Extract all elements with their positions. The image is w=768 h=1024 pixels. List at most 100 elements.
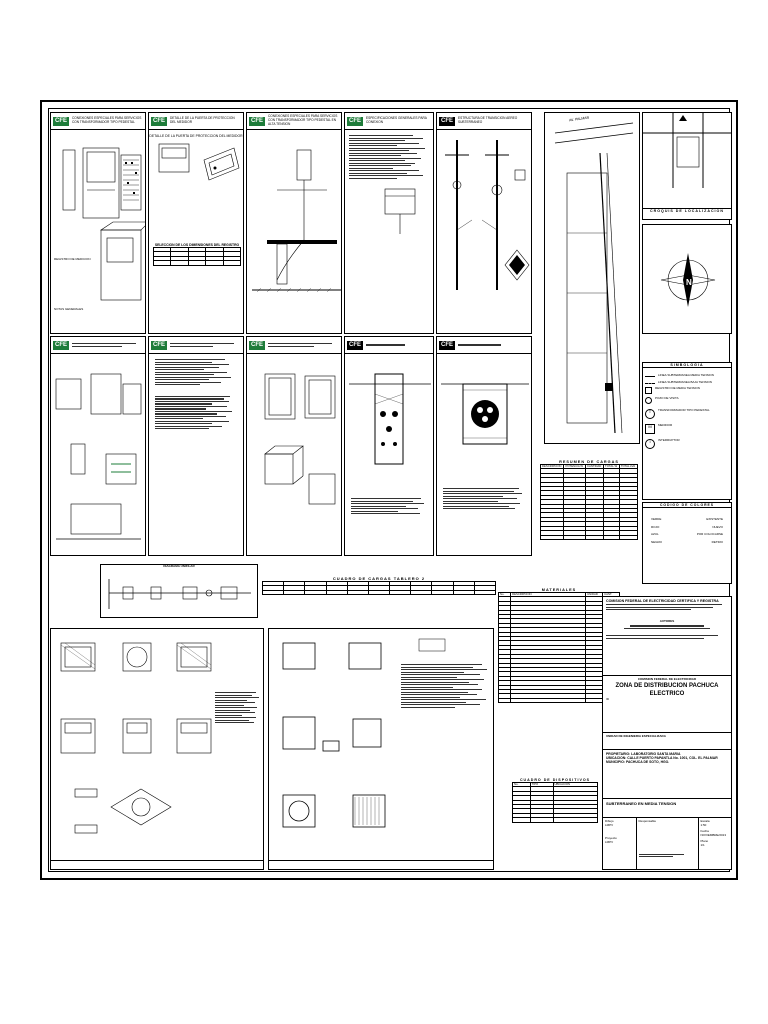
cfe-logo: CFE: [151, 116, 167, 126]
panel-header-lines: [268, 342, 339, 348]
seleccion-title: SELECCION DE LOS DIMENSIONES DEL REGISTR…: [154, 243, 240, 247]
panel-title: CONEXIONES ESPECIALES PARA SERVICIOS CON…: [268, 114, 338, 126]
unidad-label: UNIDAD DE INGENIERIA ESPECIALIZADA: [606, 734, 666, 738]
escala-value: 1:50: [700, 822, 707, 827]
seleccion-table: SELECCION DE LOS DIMENSIONES DEL REGISTR…: [152, 243, 242, 266]
door-detail-drawing: [158, 143, 240, 181]
simbologia-panel: SIMBOLOGIA LINEA SUBTERRANEA MEDIA TENSI…: [642, 362, 732, 500]
pole-transition-drawing: [445, 140, 530, 290]
plano-label: Plano: [700, 839, 709, 844]
pedestal-transformer-drawing: [55, 373, 142, 540]
cfe-logo: CFE: [249, 340, 265, 350]
panel-title: DETALLE DE LA PUERTA DE PROTECCION DEL M…: [170, 116, 235, 124]
localizacion-panel: CROQUIS DE LOCALIZACION: [642, 112, 732, 220]
area-label: ELECTRICO: [649, 690, 685, 697]
simbologia-list: LINEA SUBTERRANEA MEDIA TENSION LINEA SU…: [643, 368, 731, 457]
cfe-logo: CFE: [53, 116, 69, 126]
registros-section-drawing: [282, 638, 446, 828]
responsable-cell: Responsable: [637, 818, 699, 869]
specs-sketch: [384, 188, 416, 235]
detail-title: DETALLE DE LA PUERTA DE PROTECCION DEL M…: [149, 134, 243, 138]
plano-value: 1/1: [700, 842, 705, 847]
proyecto-value: LMPV: [605, 839, 614, 844]
propietario-label: PROPIETARIO: LABORATORIO SANTA MARIA: [606, 752, 681, 756]
simbologia-item: LINEA SUBTERRANEA MEDIA TENSION: [645, 373, 729, 378]
section-notes: [351, 497, 429, 516]
dibujo-cell: Dibujo LMPV Proyecto LMPV: [603, 818, 637, 869]
specs-text-lines: [345, 130, 433, 184]
cfe-logo: CFE: [439, 116, 455, 126]
cuadro-cargas-panel: CUADRO DE CARGAS TABLERO 2: [262, 576, 496, 604]
table-row: [540, 534, 638, 540]
ubicacion-label: UBICACION: CALLE PUERTO PAPANTLA No. 100…: [606, 756, 718, 760]
registros-detail-panel-2: [268, 628, 494, 870]
registro-drawing: [264, 373, 336, 505]
proyecto-title: SUBTERRANEO EN MEDIA TENSION: [606, 801, 677, 806]
dibujo-value: LMPV: [605, 822, 614, 827]
proyecto-box: SUBTERRANEO EN MEDIA TENSION: [603, 799, 731, 818]
site-plan-panel: AV. PALMAR: [544, 112, 640, 444]
panel-title: ESTRUCTURA DE TRANSICION AEREO SUBTERRAN…: [458, 116, 518, 124]
fecha-label: Fecha: [700, 829, 709, 834]
site-plan-drawing: [554, 122, 634, 434]
title-block: COMISION FEDERAL DE ELECTRICIDAD CERTIFI…: [602, 596, 732, 870]
section-notes: [443, 487, 527, 511]
simbologia-item: POZO DE VISITA: [645, 396, 729, 405]
simbologia-title: SIMBOLOGIA: [643, 363, 731, 368]
registros-notes: [215, 691, 261, 725]
registros-footer: [51, 860, 263, 869]
escala-cell: Escala 1:50 Fecha NOVIEMBRE/2013 Plano 1…: [699, 818, 732, 869]
diagrama-unifilar-panel: DIAGRAMA UNIFILAR: [100, 564, 258, 618]
cuadro-cargas-title: CUADRO DE CARGAS TABLERO 2: [332, 576, 426, 581]
svg-text:NOTAS GENERALES: NOTAS GENERALES: [54, 307, 83, 311]
cfe-logo: CFE: [347, 116, 363, 126]
simbologia-item: LINEA SUBTERRANEA BAJA TENSION: [645, 380, 729, 385]
registros-notes-2: [401, 663, 491, 709]
autores-label: AUTORES: [659, 619, 675, 624]
cfe-logo: CFE: [347, 340, 363, 350]
resumen-cargas-title: RESUMEN DE CARGAS: [559, 460, 619, 464]
id-label: ID: [606, 696, 609, 701]
fecha-value: NOVIEMBRE/2013: [700, 832, 727, 837]
panel-registro-medicion: CFE: [246, 336, 342, 556]
registros-footer: [269, 860, 493, 869]
panel-title: CONEXIONES ESPECIALES PARA SERVICIOS CON…: [72, 116, 142, 124]
escala-label: Escala: [700, 819, 710, 823]
registros-plan-drawing: [60, 642, 212, 834]
cfe-logo: CFE: [249, 116, 265, 126]
proyecto-label: Proyecto: [605, 836, 617, 841]
panel-corte-registro-2: CFE: [436, 336, 532, 556]
localizacion-title: CROQUIS DE LOCALIZACION: [643, 208, 731, 213]
location-sketch: [643, 113, 731, 188]
panel-title: ESPECIFICACIONES GENERALES PARA CONEXION: [366, 116, 427, 124]
materiales-title: MATERIALES: [541, 588, 577, 592]
cfe-name: COMISION FEDERAL DE ELECTRICIDAD: [637, 677, 697, 681]
svg-text:N: N: [686, 278, 692, 287]
unidad-box: UNIDAD DE INGENIERIA ESPECIALIZADA: [603, 733, 731, 750]
registro-cross-section-drawing: [349, 373, 431, 465]
responsable-label: Responsable: [638, 819, 657, 823]
propietario-box: PROPIETARIO: LABORATORIO SANTA MARIA UBI…: [603, 750, 731, 799]
panel-header-lines: [72, 342, 143, 348]
registros-detail-panel: [50, 628, 264, 870]
codigo-colores-title: CODIGO DE COLORES: [643, 503, 731, 508]
sign-box: Dibujo LMPV Proyecto LMPV Responsable Es…: [603, 818, 732, 869]
cfe-logo: CFE: [439, 340, 455, 350]
panel-header-lines: [366, 343, 431, 347]
certificacion-text: COMISION FEDERAL DE ELECTRICIDAD CERTIFI…: [606, 599, 719, 603]
